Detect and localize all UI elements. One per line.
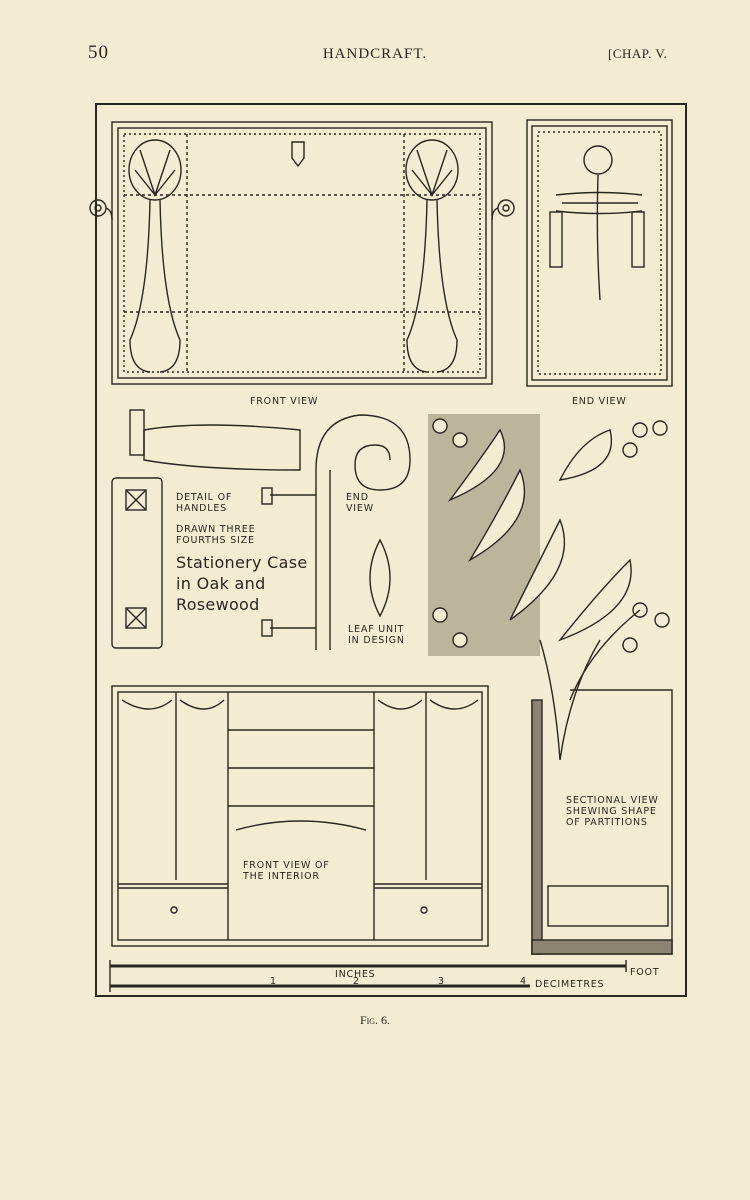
- leaf-unit-shape: [369, 538, 391, 618]
- end-view-label: END VIEW: [572, 396, 627, 407]
- front-view-drawing: [89, 121, 515, 385]
- foot-label: FOOT: [630, 967, 660, 978]
- scale-number-3: 3: [438, 976, 445, 987]
- interior-label: FRONT VIEW OF THE INTERIOR: [243, 860, 330, 882]
- figure-plate: [95, 103, 687, 997]
- case-title: Stationery Case in Oak and Rosewood: [176, 553, 308, 614]
- running-title: HANDCRAFT.: [322, 46, 428, 62]
- leaf-unit-label: LEAF UNIT IN DESIGN: [348, 624, 405, 646]
- end-view-drawing: [526, 119, 673, 387]
- handle-detail-drawing: [111, 409, 411, 650]
- figure-caption: Fig. 6.: [359, 1013, 391, 1027]
- scale-number-4: 4: [520, 976, 527, 987]
- front-view-label: FRONT VIEW: [250, 396, 319, 407]
- tree-panel-drawing: [428, 414, 670, 761]
- sectional-view-drawing: [531, 689, 673, 955]
- detail-label: DETAIL OF HANDLES: [176, 492, 233, 514]
- chapter-marker: [CHAP. V.: [608, 46, 668, 61]
- page-number: 50: [88, 42, 109, 63]
- sectional-label: SECTIONAL VIEW SHEWING SHAPE OF PARTITIO…: [566, 795, 659, 828]
- scale-number-2: 2: [353, 976, 360, 987]
- scale-bars: [109, 960, 627, 992]
- inches-label: INCHES: [335, 969, 376, 980]
- decimetres-label: DECIMETRES: [535, 979, 605, 990]
- scale-number-1: 1: [270, 976, 277, 987]
- end-view-small-label: END VIEW: [346, 492, 374, 514]
- interior-view-drawing: [111, 685, 489, 947]
- drawn-label: DRAWN THREE FOURTHS SIZE: [176, 524, 256, 546]
